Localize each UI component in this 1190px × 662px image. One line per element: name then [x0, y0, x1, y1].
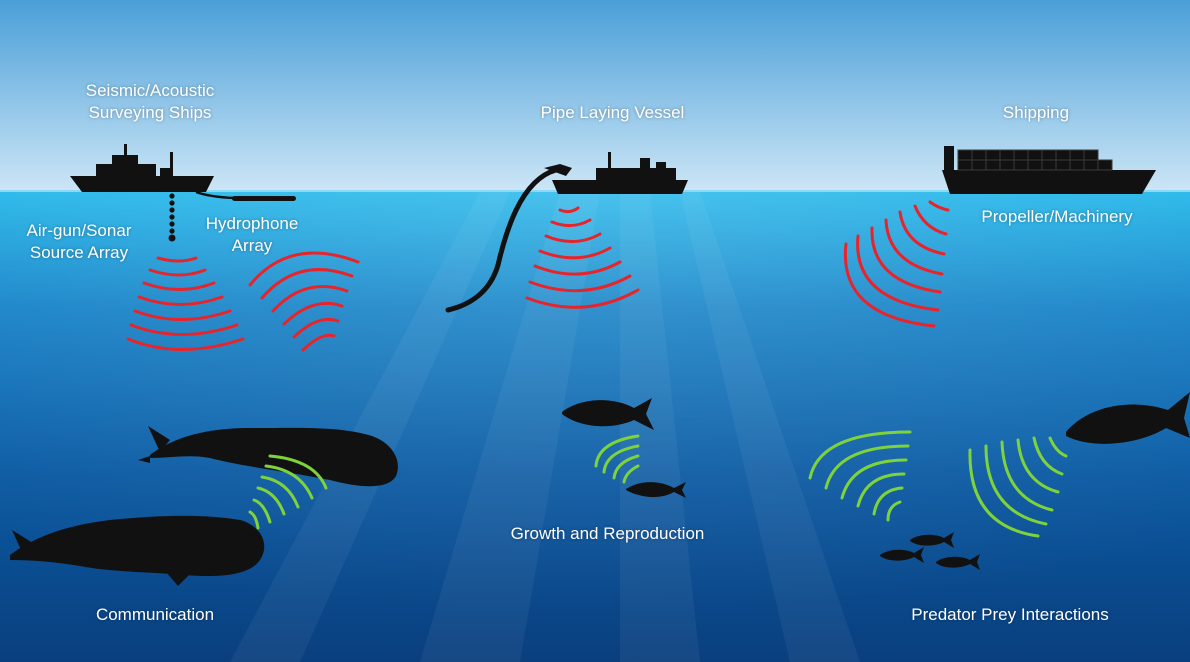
hydrophone-noise-waves: [248, 251, 360, 352]
seismic-ships-label: Seismic/Acoustic Surveying Ships: [85, 81, 215, 122]
pipeline-icon: [445, 167, 559, 313]
pipe-vessel-label: Pipe Laying Vessel: [540, 103, 685, 122]
whale-icon: [10, 515, 265, 586]
airgun-source-array-icon: [168, 193, 176, 242]
whale-communication-waves: [248, 454, 328, 530]
propeller-noise-waves: [843, 200, 950, 328]
light-glow: [0, 190, 1190, 662]
propeller-label: Propeller/Machinery: [981, 207, 1133, 226]
airgun-noise-waves: [126, 256, 245, 351]
tuna-icon: [1066, 392, 1190, 444]
growth-label: Growth and Reproduction: [510, 524, 705, 543]
fish-reproduction-waves: [594, 434, 640, 484]
pipe-vessel-noise-waves: [525, 206, 640, 309]
shipping-label: Shipping: [1002, 103, 1070, 122]
hydrophone-streamer-icon: [195, 190, 296, 201]
container-ship-icon: [942, 146, 1156, 194]
airgun-array-label: Air-gun/Sonar Source Array: [26, 221, 132, 262]
small-fish-school: [880, 532, 980, 570]
hydrophone-array-label: Hydrophone Array: [205, 214, 299, 255]
predator-prey-label: Predator Prey Interactions: [911, 605, 1109, 624]
light-rays: [230, 192, 860, 662]
communication-label: Communication: [95, 605, 215, 624]
seismic-ship-icon: [70, 144, 214, 192]
predator-prey-waves: [808, 430, 1068, 538]
fish-icon: [562, 398, 654, 430]
fish-icon: [626, 482, 686, 498]
